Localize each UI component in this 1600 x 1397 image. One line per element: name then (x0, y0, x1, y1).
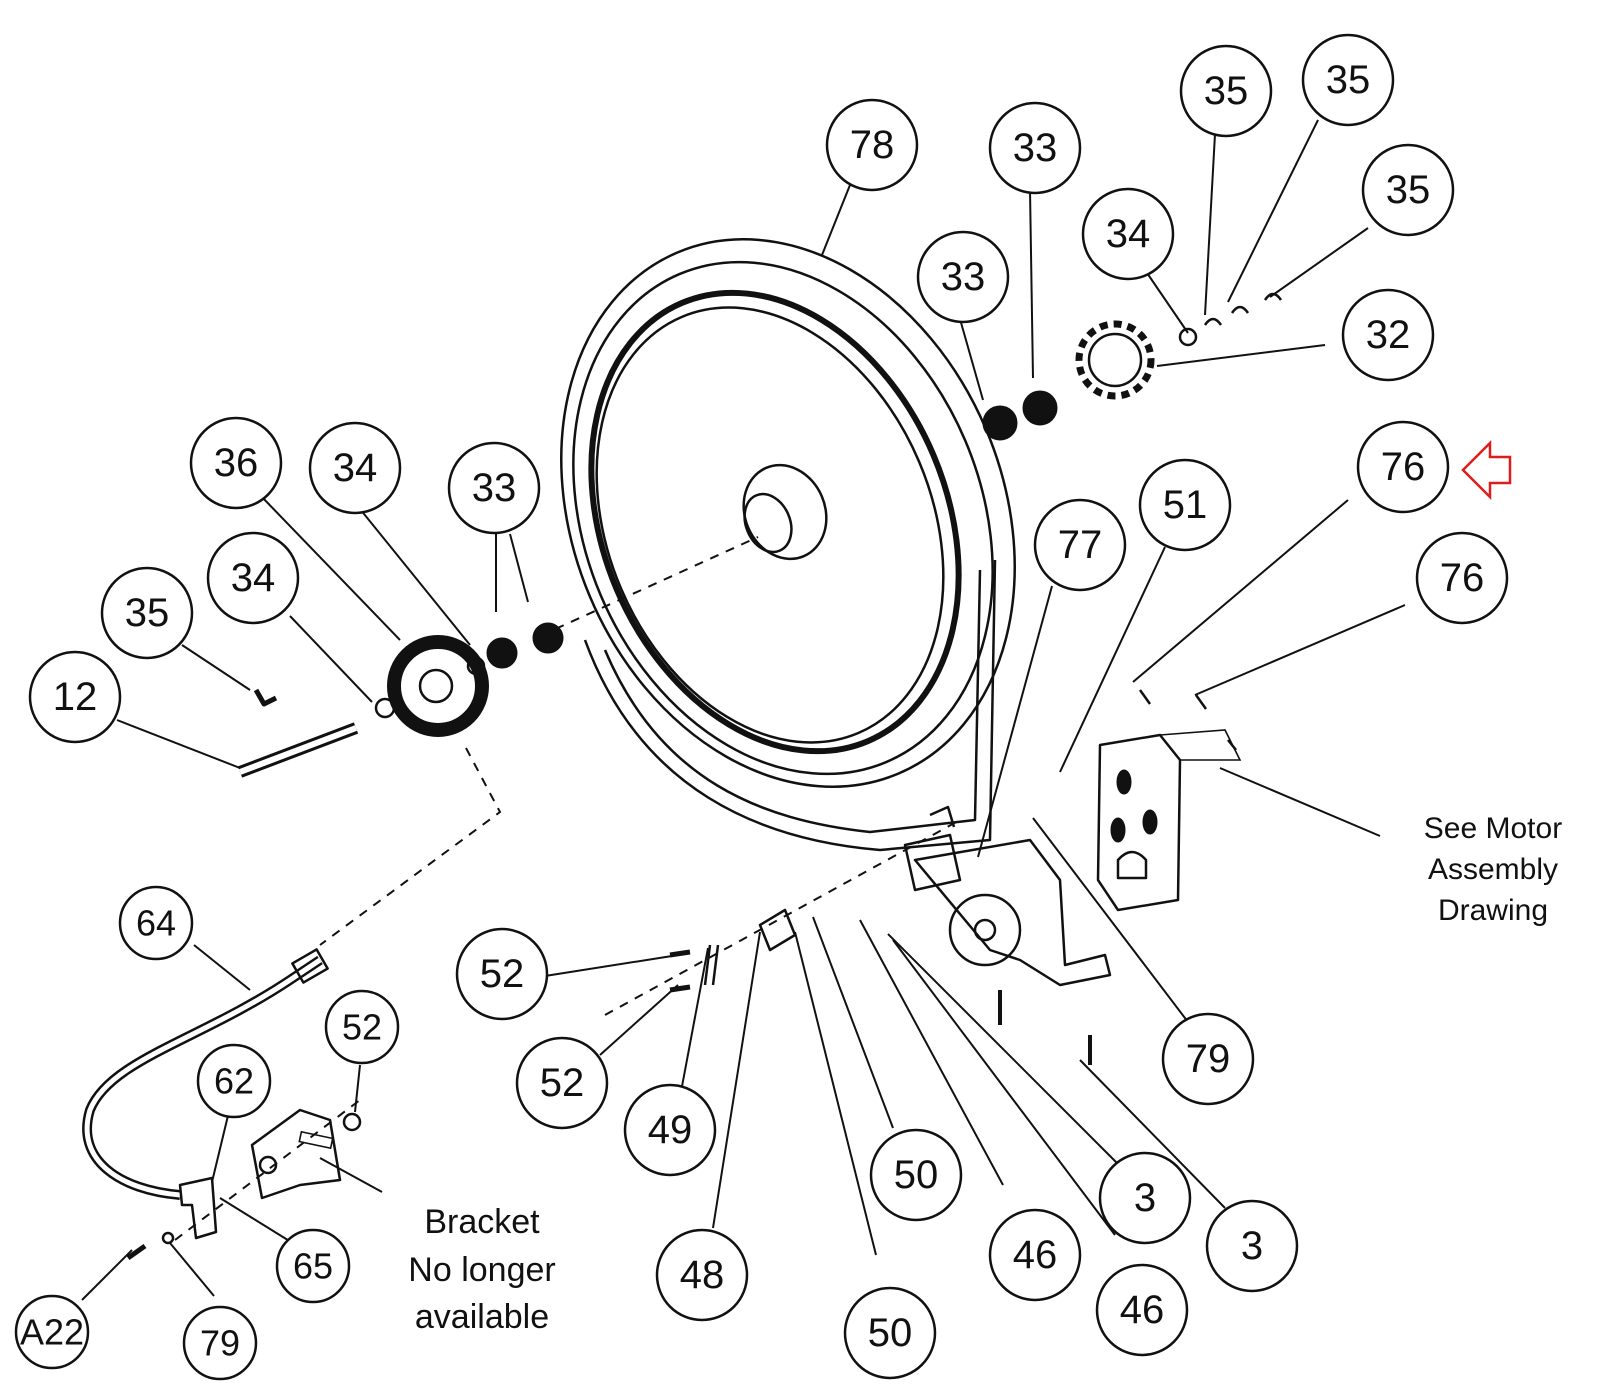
callout-label: 65 (293, 1246, 333, 1287)
callout-label: 33 (1013, 126, 1058, 170)
callout-label: 52 (480, 952, 525, 996)
part-sprocket-32 (1075, 320, 1155, 400)
callout-A22: A22 (14, 1294, 90, 1370)
callout-label: A22 (20, 1312, 84, 1353)
callout-label: 79 (200, 1323, 240, 1364)
callout-label: 35 (1386, 168, 1431, 212)
callout-label: 35 (125, 591, 170, 635)
callout-label: 76 (1440, 556, 1485, 600)
callout-33: 33 (916, 230, 1010, 324)
note-line: See Motor (1424, 812, 1562, 845)
callout-label: 12 (53, 675, 98, 719)
callout-46: 46 (1095, 1263, 1189, 1357)
callout-label: 51 (1163, 483, 1208, 527)
callout-3: 3 (1205, 1199, 1299, 1293)
part-sensor-cable-64 (82, 948, 329, 1200)
callout-50: 50 (869, 1128, 963, 1222)
part-motor-bracket (903, 805, 1112, 987)
callout-46: 46 (988, 1208, 1082, 1302)
part-screw-A22 (126, 1231, 175, 1261)
callout-label: 77 (1058, 523, 1103, 567)
callout-64: 64 (118, 885, 194, 961)
callout-33: 33 (447, 441, 541, 535)
callout-79: 79 (1161, 1012, 1255, 1106)
callout-label: 78 (850, 123, 895, 167)
callout-52: 52 (455, 927, 549, 1021)
callout-label: 33 (941, 255, 986, 299)
callout-label: 34 (231, 556, 276, 600)
callout-48: 48 (655, 1228, 749, 1322)
callout-50: 50 (843, 1286, 937, 1380)
callout-label: 52 (342, 1007, 382, 1048)
callout-label: 32 (1366, 313, 1411, 357)
callout-label: 35 (1326, 58, 1371, 102)
callout-76: 76 (1356, 420, 1450, 514)
callout-34: 34 (1081, 187, 1175, 281)
part-drive-belt (583, 559, 997, 852)
note-line: Bracket (424, 1203, 540, 1241)
callout-52: 52 (324, 989, 400, 1065)
callout-label: 76 (1381, 445, 1426, 489)
callout-34: 34 (308, 421, 402, 515)
callout-52: 52 (515, 1036, 609, 1130)
callout-35: 35 (1361, 143, 1455, 237)
part-pulley-36 (387, 635, 489, 737)
callout-49: 49 (623, 1083, 717, 1177)
callout-label: 34 (1106, 212, 1151, 256)
callout-label: 46 (1120, 1288, 1165, 1332)
callout-label: 35 (1204, 69, 1249, 113)
motor-assembly-note: See Motor Assembly Drawing (1424, 812, 1562, 927)
callout-label: 79 (1186, 1037, 1231, 1081)
note-line: No longer (408, 1251, 555, 1289)
callout-35: 35 (1301, 33, 1395, 127)
left-arrow-icon (1461, 439, 1512, 501)
callout-32: 32 (1341, 288, 1435, 382)
part-bracket-obsolete (250, 1108, 362, 1200)
callout-label: 33 (472, 466, 517, 510)
bracket-note: Bracket No longer available (408, 1203, 555, 1336)
callout-35: 35 (1179, 44, 1273, 138)
note-line: Assembly (1428, 853, 1558, 886)
callout-label: 3 (1134, 1176, 1156, 1220)
callout-label: 3 (1241, 1224, 1263, 1268)
callout-51: 51 (1138, 458, 1232, 552)
callout-34: 34 (206, 531, 300, 625)
note-line: available (415, 1298, 549, 1336)
leader-lines (81, 119, 1406, 1301)
part-screws-3 (998, 990, 1092, 1065)
callout-3: 3 (1098, 1151, 1192, 1245)
callout-label: 49 (648, 1108, 693, 1152)
callout-label: 50 (868, 1311, 913, 1355)
callout-label: 50 (894, 1153, 939, 1197)
callout-65: 65 (275, 1228, 351, 1304)
callout-33: 33 (988, 101, 1082, 195)
callout-label: 64 (136, 903, 176, 944)
callout-62: 62 (196, 1043, 272, 1119)
callout-35: 35 (100, 566, 194, 660)
note-line: Drawing (1438, 894, 1548, 927)
callout-76: 76 (1415, 531, 1509, 625)
callout-label: 34 (333, 446, 378, 490)
part-sensor-62 (178, 1176, 218, 1240)
callout-label: 46 (1013, 1233, 1058, 1277)
callout-label: 36 (214, 441, 259, 485)
callout-79: 79 (182, 1305, 258, 1381)
part-motor-assembly (1096, 689, 1242, 912)
callout-label: 62 (214, 1061, 254, 1102)
callout-label: 48 (680, 1253, 725, 1297)
part-shaft-and-fittings (669, 908, 797, 993)
callout-label: 52 (540, 1061, 585, 1105)
part-axle-12 (237, 688, 359, 778)
callout-12: 12 (28, 650, 122, 744)
callout-36: 36 (189, 416, 283, 510)
callout-77: 77 (1033, 498, 1127, 592)
part-bearings-33 (486, 390, 1058, 669)
callout-78: 78 (825, 98, 919, 192)
